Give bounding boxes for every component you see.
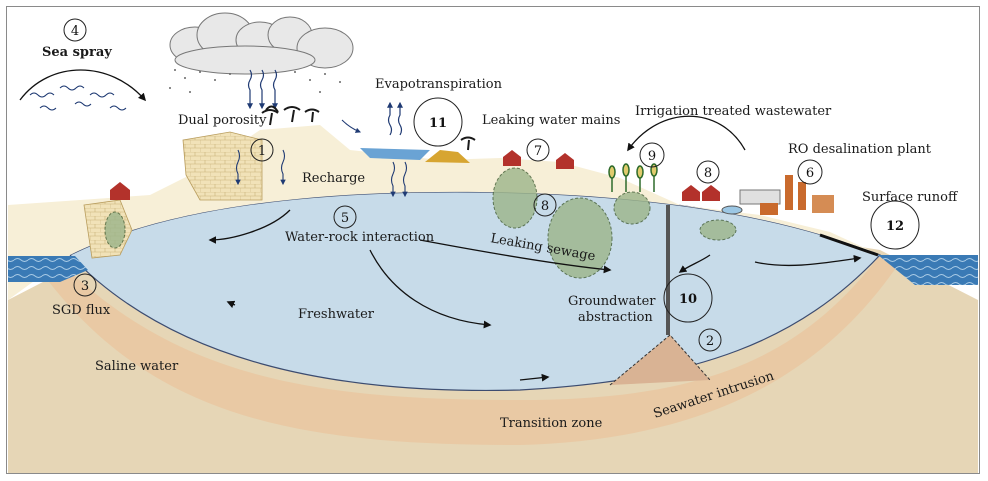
marker-2: 2 xyxy=(706,334,714,349)
marker-12: 12 xyxy=(886,219,904,234)
label-evapotranspiration: Evapotranspiration xyxy=(375,77,503,92)
label-groundwater-1: Groundwater xyxy=(568,294,656,309)
label-surface-runoff: Surface runoff xyxy=(862,190,959,205)
label-saline-water: Saline water xyxy=(95,359,179,374)
marker-circle-12 xyxy=(870,200,920,250)
marker-9: 9 xyxy=(648,149,656,164)
marker-circle-8a xyxy=(533,193,557,217)
marker-4: 4 xyxy=(71,24,79,39)
marker-6: 6 xyxy=(806,166,814,181)
marker-5: 5 xyxy=(341,211,349,226)
irrigation-arrow xyxy=(627,115,746,152)
recharge-arrows xyxy=(235,119,408,198)
marker-circle-2 xyxy=(698,328,722,352)
label-water-rock: Water-rock interaction xyxy=(285,230,435,245)
ro-plume xyxy=(699,219,737,241)
marker-circle-10 xyxy=(663,273,713,323)
marker-3: 3 xyxy=(81,279,89,294)
ro-plant-icon xyxy=(721,175,834,215)
label-dual-porosity: Dual porosity xyxy=(178,113,267,128)
marker-circle-1 xyxy=(250,138,274,162)
transition-zone xyxy=(40,255,900,445)
marker-circle-4 xyxy=(63,18,87,42)
marker-circle-3 xyxy=(73,273,97,297)
marker-1: 1 xyxy=(258,144,266,159)
cloud-icon xyxy=(169,12,354,75)
label-sea-spray: Sea spray xyxy=(42,45,112,60)
flow-arrows xyxy=(208,209,862,382)
label-sgd-flux: SGD flux xyxy=(52,303,111,318)
dual-porosity-block xyxy=(182,131,263,201)
irrigation-plume xyxy=(613,191,651,225)
evapotranspiration-arrows xyxy=(387,101,403,136)
coastal-plume xyxy=(104,211,126,249)
marker-11: 11 xyxy=(429,116,447,131)
marker-8b: 8 xyxy=(704,166,712,181)
abstraction-well xyxy=(666,205,670,335)
marker-circle-11 xyxy=(413,97,463,147)
label-irrigation: Irrigation treated wastewater xyxy=(635,104,832,119)
sea-spray-squiggles xyxy=(29,85,127,111)
sand-mound xyxy=(425,150,470,163)
house-icon xyxy=(110,150,720,201)
label-ro-plant: RO desalination plant xyxy=(788,142,932,157)
marker-circle-7 xyxy=(526,138,550,162)
label-freshwater: Freshwater xyxy=(298,307,375,322)
marker-circle-6 xyxy=(797,159,823,185)
marker-circle-8b xyxy=(696,160,720,184)
sea-left xyxy=(8,256,88,282)
marker-circle-9 xyxy=(639,142,665,168)
label-groundwater-2: abstraction xyxy=(578,310,653,325)
label-transition-zone: Transition zone xyxy=(500,416,603,431)
marker-circle-5 xyxy=(333,205,357,229)
seawater-intrusion-cone xyxy=(609,334,711,386)
rainfall-arrows xyxy=(247,69,278,110)
sewage-plume-1 xyxy=(492,167,538,229)
marker-10: 10 xyxy=(679,292,697,307)
label-leaking-water-mains: Leaking water mains xyxy=(482,113,620,128)
marker-8a: 8 xyxy=(541,199,549,214)
crops-icon xyxy=(608,163,658,192)
lake xyxy=(360,148,430,160)
sewage-plume-2 xyxy=(547,197,613,279)
rain-icon xyxy=(169,69,341,93)
marker-7: 7 xyxy=(534,144,542,159)
runoff-pipe xyxy=(819,233,879,257)
sea-right xyxy=(878,255,978,285)
label-recharge: Recharge xyxy=(302,171,365,186)
sea-spray-arrow xyxy=(19,69,147,102)
palm-tree-icon xyxy=(261,105,476,151)
